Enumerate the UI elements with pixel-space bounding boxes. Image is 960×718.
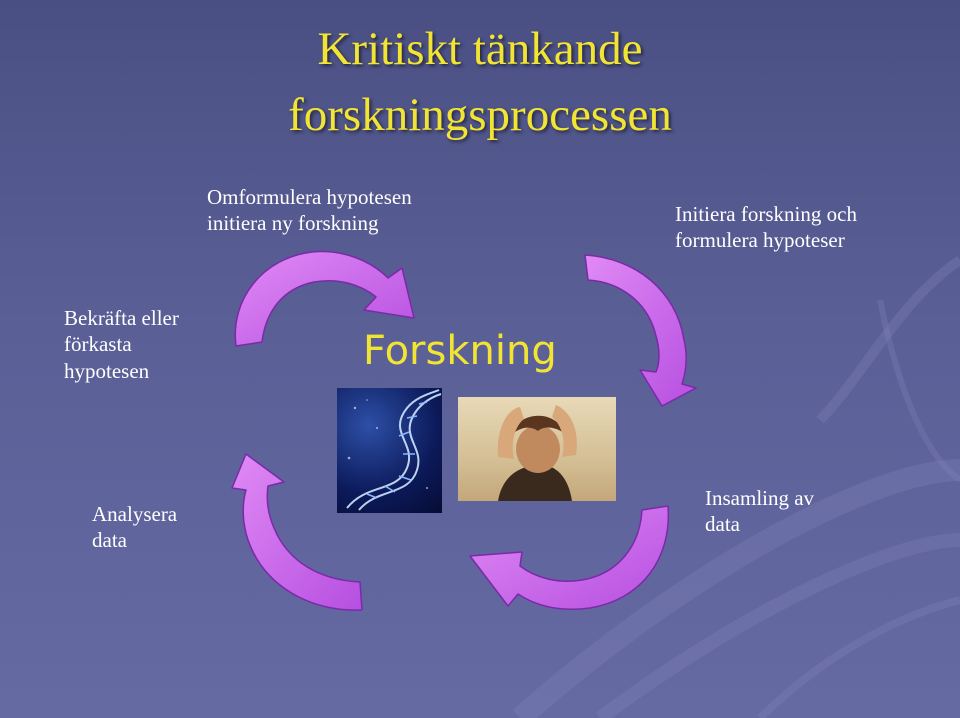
step-confirm-line-3: hypotesen <box>64 358 150 383</box>
step-analyze-line-2: data <box>92 528 127 553</box>
person-holding-head-icon <box>497 405 577 501</box>
title-line-1: Kritiskt tänkande <box>317 23 643 75</box>
step-collect-line-2: data <box>705 512 740 537</box>
step-confirm: Bekräfta eller förkasta hypotesen <box>64 305 179 384</box>
step-initiate-line-2: formulera hypoteser <box>675 228 845 253</box>
step-collect-line-1: Insamling av <box>705 486 815 510</box>
dna-helix-icon <box>346 389 442 511</box>
step-collect: Insamling av data <box>705 485 814 538</box>
step-initiate-line-1: Initiera forskning och <box>675 202 857 226</box>
arrow-bottom-left <box>231 453 363 611</box>
dna-image <box>337 388 442 513</box>
center-label: Forskning <box>363 328 557 374</box>
title-line-2: forskningsprocessen <box>288 89 672 141</box>
step-reformulate-line-2: initiera ny forskning <box>207 211 379 236</box>
step-analyze-line-1: Analysera <box>92 502 178 526</box>
step-reformulate-line-1: Omformulera hypotesen <box>207 185 412 209</box>
step-initiate: Initiera forskning och formulera hypotes… <box>675 201 857 254</box>
arrow-bottom-right <box>469 505 670 610</box>
person-image <box>458 397 616 501</box>
step-analyze: Analysera data <box>92 501 177 554</box>
step-confirm-line-1: Bekräfta eller <box>64 306 179 330</box>
step-confirm-line-2: förkasta <box>64 332 132 357</box>
arrow-top-left <box>234 250 415 347</box>
step-reformulate: Omformulera hypotesen initiera ny forskn… <box>207 184 412 237</box>
arrow-top-right <box>584 254 697 407</box>
